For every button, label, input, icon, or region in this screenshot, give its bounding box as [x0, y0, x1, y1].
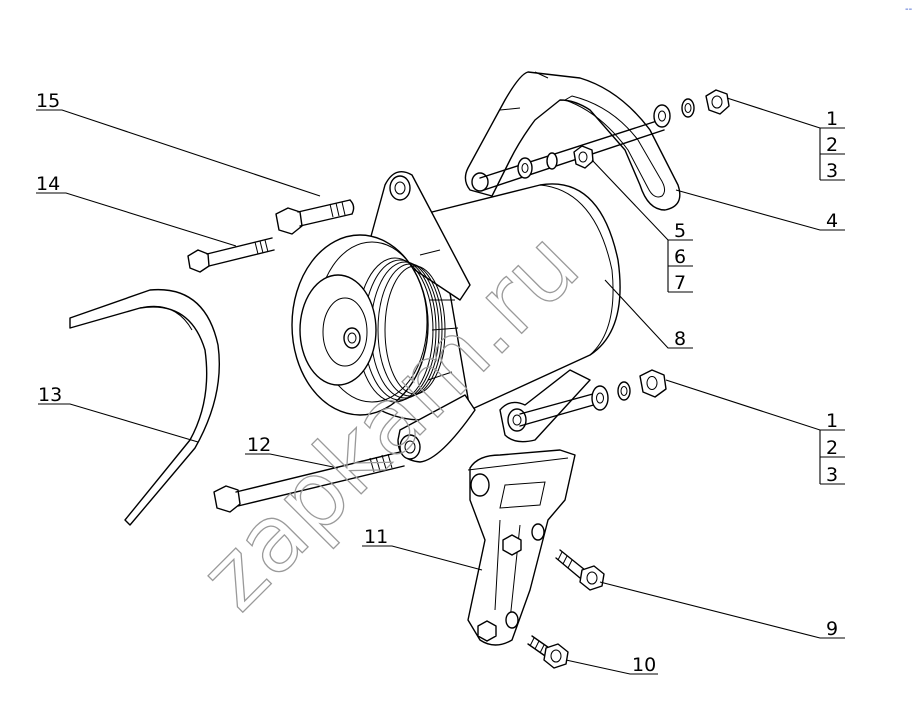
- alternator-body[interactable]: [291, 171, 621, 463]
- callout-8: 8: [674, 328, 686, 350]
- callout-2-upper: 2: [826, 134, 838, 156]
- bolt-9[interactable]: [555, 549, 605, 591]
- corner-mark: --: [905, 4, 913, 15]
- bolt-10[interactable]: [527, 635, 569, 669]
- callout-1-lower: 1: [826, 410, 838, 432]
- callout-4: 4: [826, 210, 838, 232]
- upper-through-bolt: [479, 119, 665, 191]
- callout-14: 14: [36, 173, 60, 195]
- adjusting-bracket[interactable]: [464, 71, 681, 211]
- bolt-14[interactable]: [187, 237, 275, 273]
- drive-belt[interactable]: [69, 288, 221, 526]
- callout-6: 6: [674, 246, 686, 268]
- callout-11: 11: [364, 526, 388, 548]
- callout-1-upper: 1: [826, 108, 838, 130]
- bolt-15[interactable]: [275, 199, 355, 235]
- leader-lines: [36, 97, 845, 675]
- callout-7: 7: [674, 272, 686, 294]
- upper-nut-washer-set[interactable]: [653, 89, 730, 128]
- lower-through-bolt: [519, 391, 605, 427]
- callout-3-upper: 3: [826, 160, 838, 182]
- callout-5: 5: [674, 220, 686, 242]
- callout-9: 9: [826, 618, 838, 640]
- callout-3-lower: 3: [826, 464, 838, 486]
- bracket-nut-washer-set[interactable]: [517, 145, 594, 179]
- callout-10: 10: [632, 654, 656, 676]
- bolt-12[interactable]: [213, 451, 405, 513]
- callout-2-lower: 2: [826, 437, 838, 459]
- lower-nut-washer-set[interactable]: [591, 369, 667, 411]
- callout-13: 13: [38, 384, 62, 406]
- callout-labels: 1 2 3 4 5 6 7 8 1 2 3 9 10 11 12 13 14 1…: [36, 90, 838, 676]
- lower-mounting-bracket[interactable]: [467, 449, 576, 646]
- callout-15: 15: [36, 90, 60, 112]
- callout-12: 12: [247, 434, 271, 456]
